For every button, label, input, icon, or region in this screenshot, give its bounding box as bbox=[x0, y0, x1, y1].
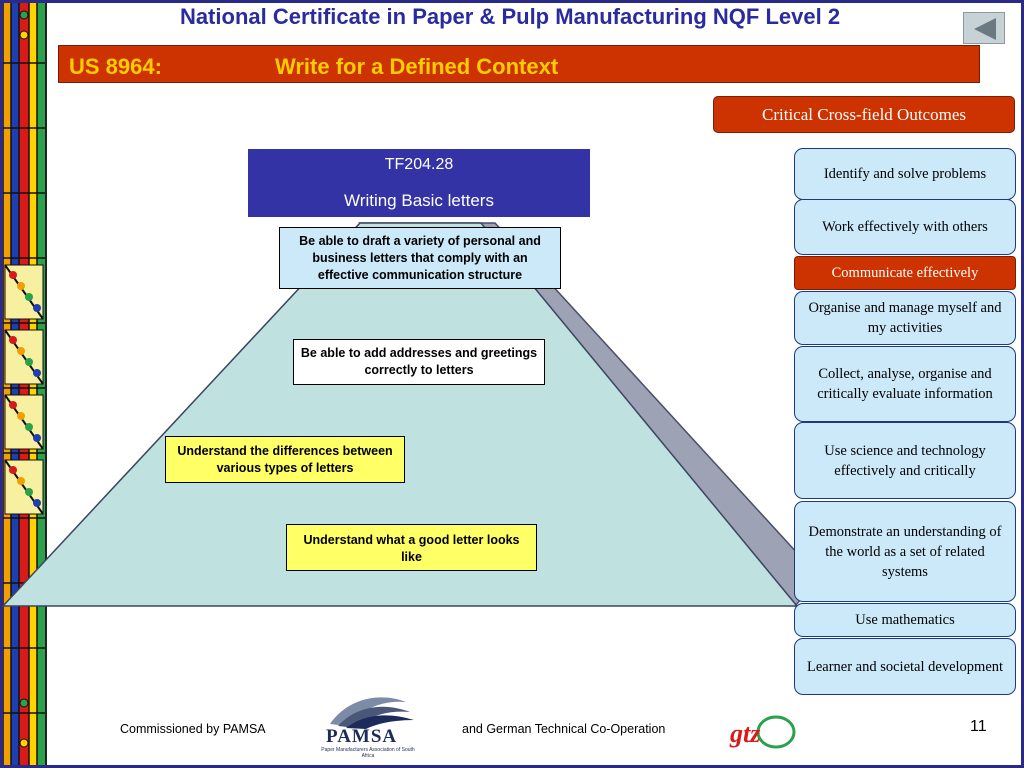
outcome-work-effectively[interactable]: Work effectively with others bbox=[794, 199, 1016, 255]
pamsa-wave-icon bbox=[330, 697, 414, 729]
pyramid-step-1: Be able to draft a variety of personal a… bbox=[279, 227, 561, 289]
gtz-logo-text: gtz bbox=[729, 719, 761, 748]
outcome-related-systems[interactable]: Demonstrate an understanding of the worl… bbox=[794, 501, 1016, 602]
outcome-identify-solve-problems[interactable]: Identify and solve problems bbox=[794, 148, 1016, 200]
unit-name: Write for a Defined Context bbox=[275, 54, 559, 79]
outcome-collect-analyse[interactable]: Collect, analyse, organise and criticall… bbox=[794, 346, 1016, 422]
unit-code: US 8964: bbox=[69, 54, 162, 79]
pyramid-step-2: Be able to add addresses and greetings c… bbox=[293, 339, 545, 385]
page-title: National Certificate in Paper & Pulp Man… bbox=[179, 4, 841, 29]
pamsa-logo: PAMSA Paper Manufacturers Association of… bbox=[318, 690, 418, 760]
footer-commissioned: Commissioned by PAMSA bbox=[120, 722, 266, 736]
pyramid-step-4: Understand what a good letter looks like bbox=[286, 524, 537, 571]
back-button[interactable] bbox=[963, 12, 1005, 44]
decorative-pattern bbox=[3, 3, 47, 765]
tf-heading-box: TF204.28 Writing Basic letters bbox=[248, 149, 590, 217]
tf-title: Writing Basic letters bbox=[344, 191, 494, 210]
pamsa-logo-sub: Paper Manufacturers Association of South… bbox=[321, 747, 415, 759]
outcomes-heading: Critical Cross-field Outcomes bbox=[713, 96, 1015, 133]
outcome-use-mathematics[interactable]: Use mathematics bbox=[794, 603, 1016, 637]
back-arrow-icon bbox=[974, 18, 996, 40]
footer-partner: and German Technical Co-Operation bbox=[462, 722, 666, 736]
outcome-organise-manage[interactable]: Organise and manage myself and my activi… bbox=[794, 291, 1016, 345]
gtz-logo: gtz bbox=[728, 712, 798, 757]
page-number: 11 bbox=[970, 718, 987, 735]
outcome-communicate-effectively[interactable]: Communicate effectively bbox=[794, 256, 1016, 290]
unit-standard-bar: US 8964: Write for a Defined Context bbox=[58, 45, 980, 83]
pamsa-logo-text: PAMSA bbox=[326, 726, 398, 747]
outcome-learner-societal[interactable]: Learner and societal development bbox=[794, 638, 1016, 695]
tf-code: TF204.28 bbox=[384, 156, 454, 173]
outcome-science-technology[interactable]: Use science and technology effectively a… bbox=[794, 422, 1016, 499]
pyramid-step-3: Understand the differences between vario… bbox=[165, 436, 405, 483]
